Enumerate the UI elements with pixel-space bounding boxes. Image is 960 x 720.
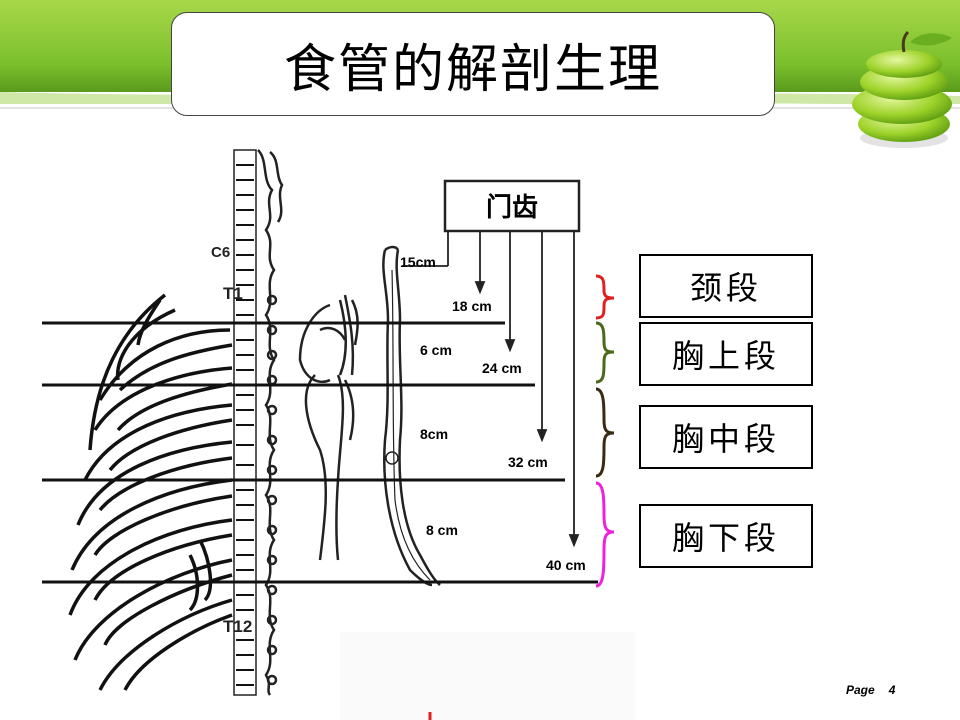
distance-label-40cm: 40 cm [546, 557, 586, 573]
distance-label-18cm: 18 cm [452, 298, 492, 314]
vertebra-label-t1: T1 [223, 284, 243, 303]
distance-label-32cm: 32 cm [508, 454, 548, 470]
vertebra-label-c6: C6 [211, 244, 230, 261]
page-number: 4 [888, 683, 896, 697]
brace-cervical [595, 274, 615, 320]
segment-upper-thoracic: 胸上段 [639, 322, 813, 386]
vertebra-label-t12: T12 [223, 617, 252, 636]
incisor-label: 门齿 [486, 192, 538, 222]
page-label: Page [846, 683, 875, 697]
segment-length-middle: 8cm [420, 426, 448, 442]
incisor-box [443, 179, 581, 233]
apple-icon [852, 30, 952, 148]
segment-length-lower: 8 cm [426, 522, 458, 538]
brace-middle-thoracic [595, 387, 615, 478]
segment-braces [595, 274, 615, 588]
segment-length-upper: 6 cm [420, 342, 452, 358]
brace-upper-thoracic [595, 321, 615, 384]
spine [233, 149, 284, 696]
distance-label-15cm: 15cm [400, 254, 436, 270]
slide-title: 食管的解剖生理 [283, 39, 662, 100]
esophagus-diagram: 门齿 C6 T1 T12 15cm 18 cm 24 cm 32 cm 40 c… [42, 149, 635, 720]
aortic-arch [298, 294, 359, 561]
esophagus [382, 245, 441, 587]
rib-cage [68, 293, 233, 691]
page-footer: Page 4 [846, 683, 909, 697]
distance-arrows [402, 231, 580, 548]
level-lines [42, 321, 598, 584]
segment-middle-thoracic: 胸中段 [639, 405, 813, 469]
brace-lower-thoracic [595, 481, 615, 588]
segment-lower-thoracic: 胸下段 [639, 504, 813, 568]
segment-cervical: 颈段 [639, 254, 813, 318]
distance-label-24cm: 24 cm [482, 360, 522, 376]
title-box: 食管的解剖生理 [171, 12, 775, 116]
